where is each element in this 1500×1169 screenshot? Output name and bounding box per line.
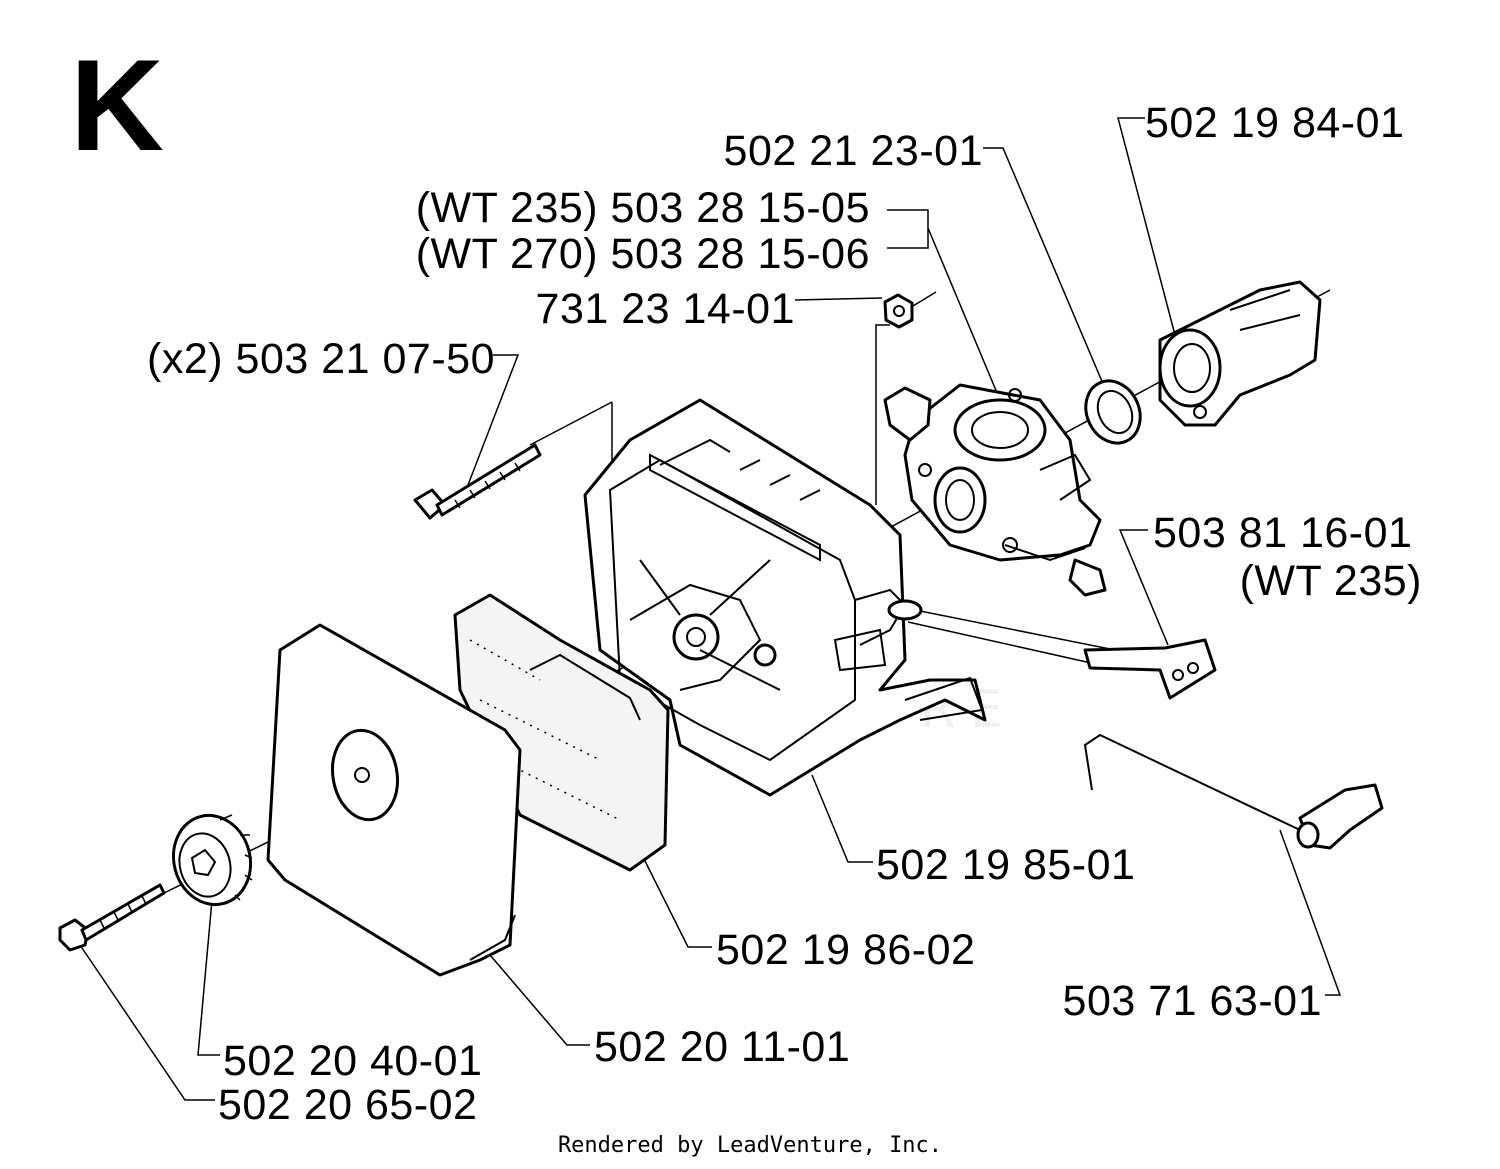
carburetor [883,383,1107,597]
carburetor-diaphragm [953,398,1047,462]
part-label-choke-rod: 503 71 63-01 [1062,977,1322,1025]
part-label-cover-screw: 502 20 65-02 [218,1081,478,1129]
leader-lines [79,117,1342,1101]
gasket-ring [1084,379,1142,445]
intake-elbow [1158,280,1322,427]
part-label-nut: 731 23 14-01 [535,285,795,333]
carburetor-screw [883,386,932,442]
part-label-choke-plate: 503 81 16-01 [1153,509,1413,557]
choke-plate [1083,638,1217,700]
leader-p7 [1118,529,1169,646]
part-label-housing-screw: (x2) 503 21 07-50 [147,335,495,383]
part-label-cover-knob: 502 20 40-01 [223,1037,483,1085]
render-credit: Rendered by LeadVenture, Inc. [557,1133,943,1158]
cover-boss [331,728,399,822]
leader-p11 [489,954,590,1046]
part-label-intake-elbow: 502 19 84-01 [1145,99,1405,147]
leader-p3p4 [887,209,1001,401]
leader-p6 [467,354,520,486]
carburetor-nipple [1068,558,1107,597]
leader-p8 [811,774,873,863]
cover-screw [58,883,166,952]
housing-screw [413,443,542,520]
nut [883,293,914,329]
filter-cover [266,623,522,977]
carburetor-bore [933,466,987,534]
part-label-choke-plate-model: (WT 235) [1239,557,1422,605]
leader-p2 [983,147,1113,406]
leader-p12 [197,899,220,1056]
part-label-air-filter-housing: 502 19 85-01 [876,841,1136,889]
part-label-gasket-ring: 502 21 23-01 [723,127,983,175]
choke-rod [1083,733,1384,850]
leader-p10 [1279,829,1342,996]
part-label-filter-element: 502 19 86-02 [716,926,976,974]
cover-knob [171,813,253,907]
leader-p13 [79,944,215,1101]
leader-p9 [641,854,712,948]
leader-p1 [1117,117,1176,336]
section-letter: K [70,32,164,178]
part-label-carburetor-wt235: (WT 235) 503 28 15-05 [415,184,870,232]
housing-boss [672,613,720,661]
part-label-filter-cover: 502 20 11-01 [594,1023,851,1071]
part-label-carburetor-wt270: (WT 270) 503 28 15-06 [415,230,870,278]
leader-p5 [794,297,883,301]
leader-p5-b [875,324,890,505]
